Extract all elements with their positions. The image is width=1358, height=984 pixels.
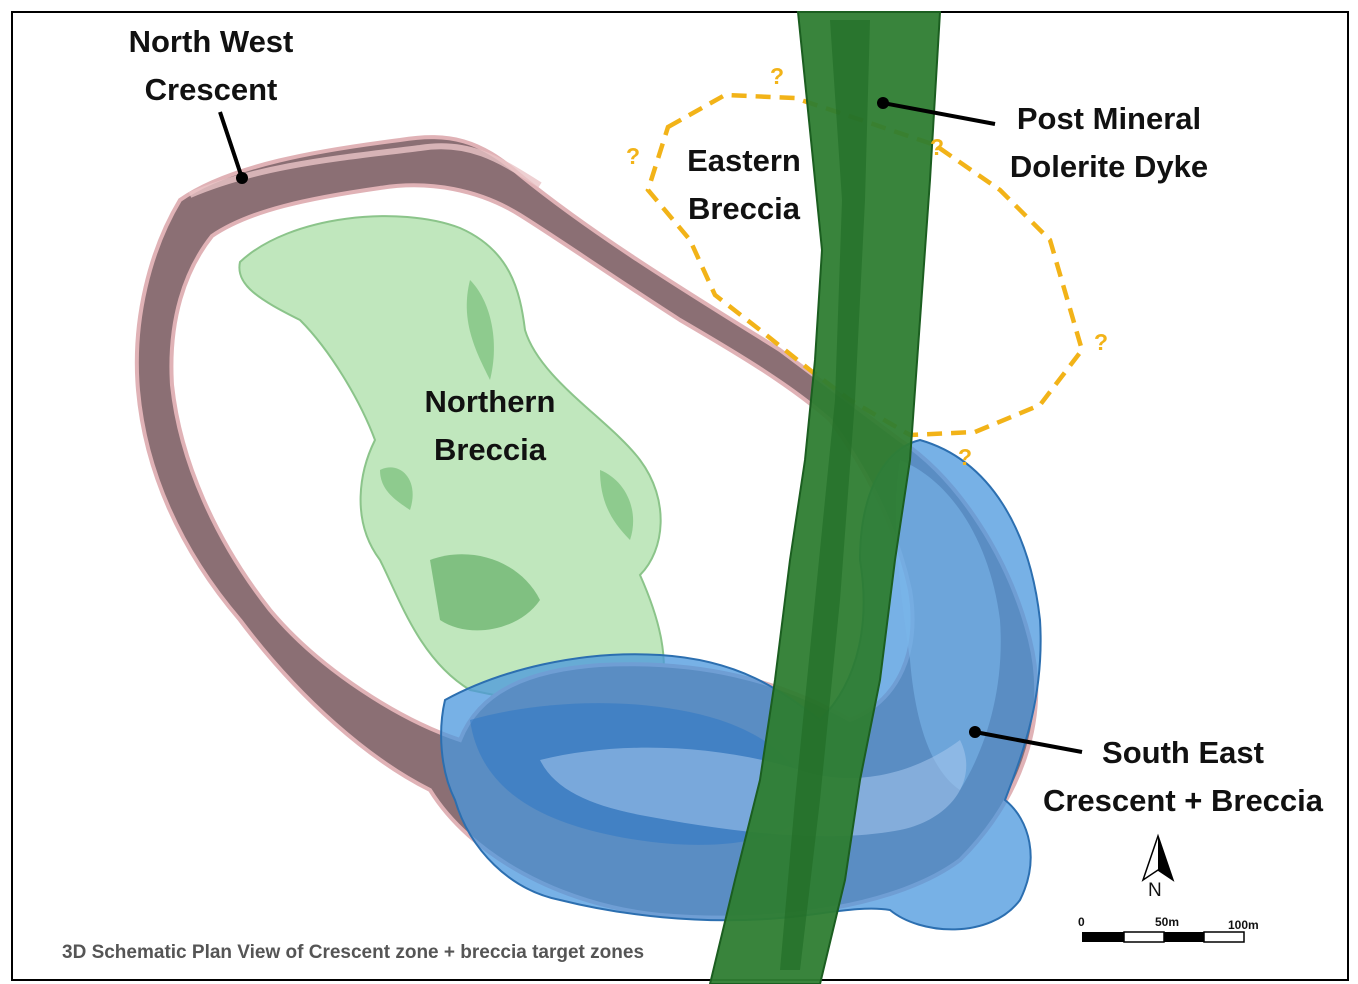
label-line: Breccia bbox=[410, 426, 570, 474]
label-line: Eastern bbox=[676, 137, 812, 185]
label-north-west-crescent: North West Crescent bbox=[118, 18, 304, 114]
map-caption: 3D Schematic Plan View of Crescent zone … bbox=[62, 942, 644, 964]
scale-bar bbox=[1082, 932, 1244, 942]
label-line: Crescent bbox=[118, 66, 304, 114]
label-line: Post Mineral bbox=[996, 95, 1222, 143]
label-line: North West bbox=[118, 18, 304, 66]
scale-label-0: 0 bbox=[1078, 915, 1085, 929]
scale-label-100: 100m bbox=[1228, 918, 1259, 932]
label-line: Dolerite Dyke bbox=[996, 143, 1222, 191]
label-line: Northern bbox=[410, 378, 570, 426]
label-line: South East bbox=[1030, 729, 1336, 777]
label-eastern-breccia: Eastern Breccia bbox=[676, 137, 812, 233]
uncertainty-marker: ? bbox=[1094, 329, 1108, 356]
label-south-east-crescent: South East Crescent + Breccia bbox=[1030, 729, 1336, 825]
uncertainty-marker: ? bbox=[930, 134, 944, 161]
label-northern-breccia: Northern Breccia bbox=[410, 378, 570, 474]
uncertainty-marker: ? bbox=[626, 143, 640, 170]
label-line: Breccia bbox=[676, 185, 812, 233]
uncertainty-marker: ? bbox=[770, 63, 784, 90]
uncertainty-marker: ? bbox=[958, 444, 972, 471]
scale-label-50: 50m bbox=[1155, 915, 1179, 929]
label-post-mineral-dyke: Post Mineral Dolerite Dyke bbox=[996, 95, 1222, 191]
label-line: Crescent + Breccia bbox=[1030, 777, 1336, 825]
north-label: N bbox=[1148, 880, 1162, 902]
